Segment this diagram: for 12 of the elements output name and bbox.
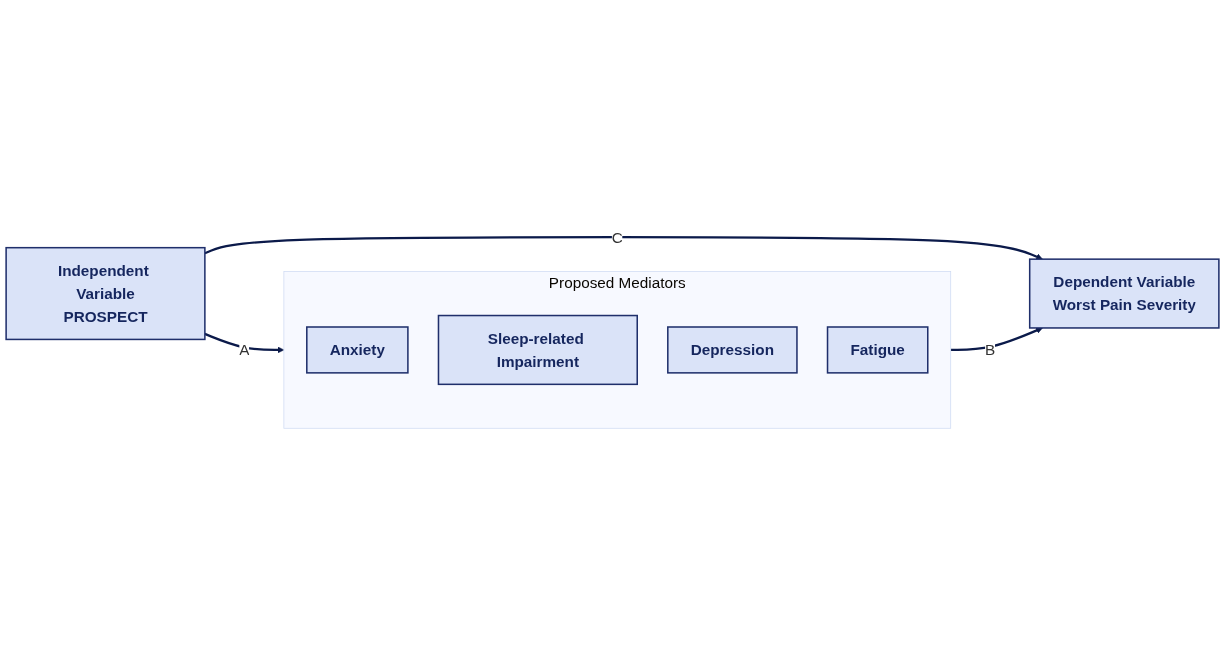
arrow — [204, 236, 1043, 260]
node-box: Anxiety — [306, 326, 409, 374]
arrow — [204, 332, 285, 354]
node-box: Depression — [667, 326, 798, 374]
arrow — [950, 327, 1043, 352]
node-box: Fatigue — [826, 326, 929, 374]
edge-label: B — [985, 341, 996, 359]
node-box: Dependent Variable Worst Pain Severity — [1028, 258, 1220, 329]
node-box: Independent Variable PROSPECT — [5, 246, 206, 341]
edge-label: C — [611, 228, 623, 246]
edge-label: A — [239, 341, 250, 359]
node-box: Sleep-related Impairment — [437, 314, 638, 386]
